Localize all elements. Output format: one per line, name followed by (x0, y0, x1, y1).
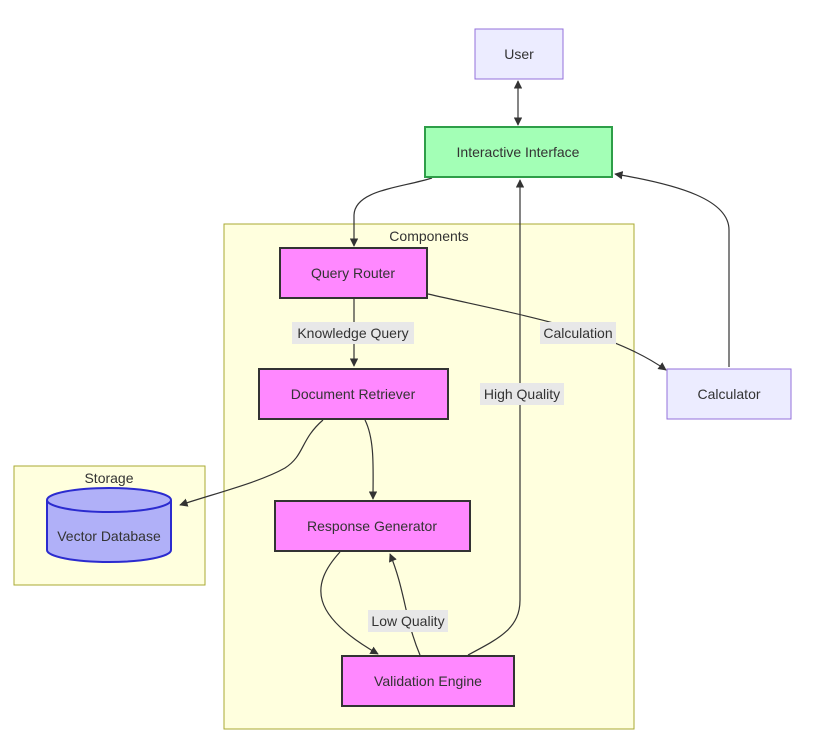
node-vector-database[interactable]: Vector Database (46, 487, 172, 563)
node-user[interactable]: User (474, 28, 564, 80)
edge-validation-interface (467, 179, 525, 656)
svg-text:Knowledge Query: Knowledge Query (297, 325, 408, 341)
edge-label-high-quality: High Quality (480, 383, 564, 405)
node-query-router-label: Query Router (311, 265, 395, 281)
edge-validation-generator (389, 553, 421, 656)
cluster-storage: Storage (13, 465, 206, 586)
node-interactive-interface-label: Interactive Interface (457, 144, 580, 160)
node-validation-engine-label: Validation Engine (374, 673, 482, 689)
node-interactive-interface[interactable]: Interactive Interface (424, 126, 613, 178)
database-cylinder-icon (46, 500, 172, 563)
svg-text:Low Quality: Low Quality (371, 613, 444, 629)
edge-retriever-vectordb (179, 419, 324, 507)
edge-calculator-interface (614, 171, 730, 367)
cluster-components: Components (223, 223, 635, 730)
edge-retriever-generator (364, 419, 378, 500)
edges (179, 80, 730, 656)
node-response-generator-label: Response Generator (307, 518, 437, 534)
node-document-retriever-label: Document Retriever (291, 386, 416, 402)
node-calculator-label: Calculator (697, 386, 760, 402)
node-query-router[interactable]: Query Router (279, 247, 428, 299)
cluster-components-label: Components (389, 228, 468, 244)
node-document-retriever[interactable]: Document Retriever (258, 368, 449, 420)
cluster-storage-label: Storage (84, 470, 133, 486)
node-calculator[interactable]: Calculator (666, 368, 792, 420)
node-response-generator[interactable]: Response Generator (274, 500, 471, 552)
edge-label-calculation: Calculation (540, 322, 616, 344)
svg-text:Calculation: Calculation (543, 325, 612, 341)
svg-text:High Quality: High Quality (484, 386, 560, 402)
edge-interface-router (349, 177, 433, 247)
node-validation-engine[interactable]: Validation Engine (341, 655, 515, 707)
edge-label-knowledge-query: Knowledge Query (292, 322, 414, 344)
node-vector-database-label: Vector Database (57, 528, 161, 544)
database-cylinder-top (46, 487, 172, 513)
node-user-label: User (504, 46, 534, 62)
edge-label-low-quality: Low Quality (368, 610, 448, 632)
edge-generator-validation (320, 551, 379, 655)
